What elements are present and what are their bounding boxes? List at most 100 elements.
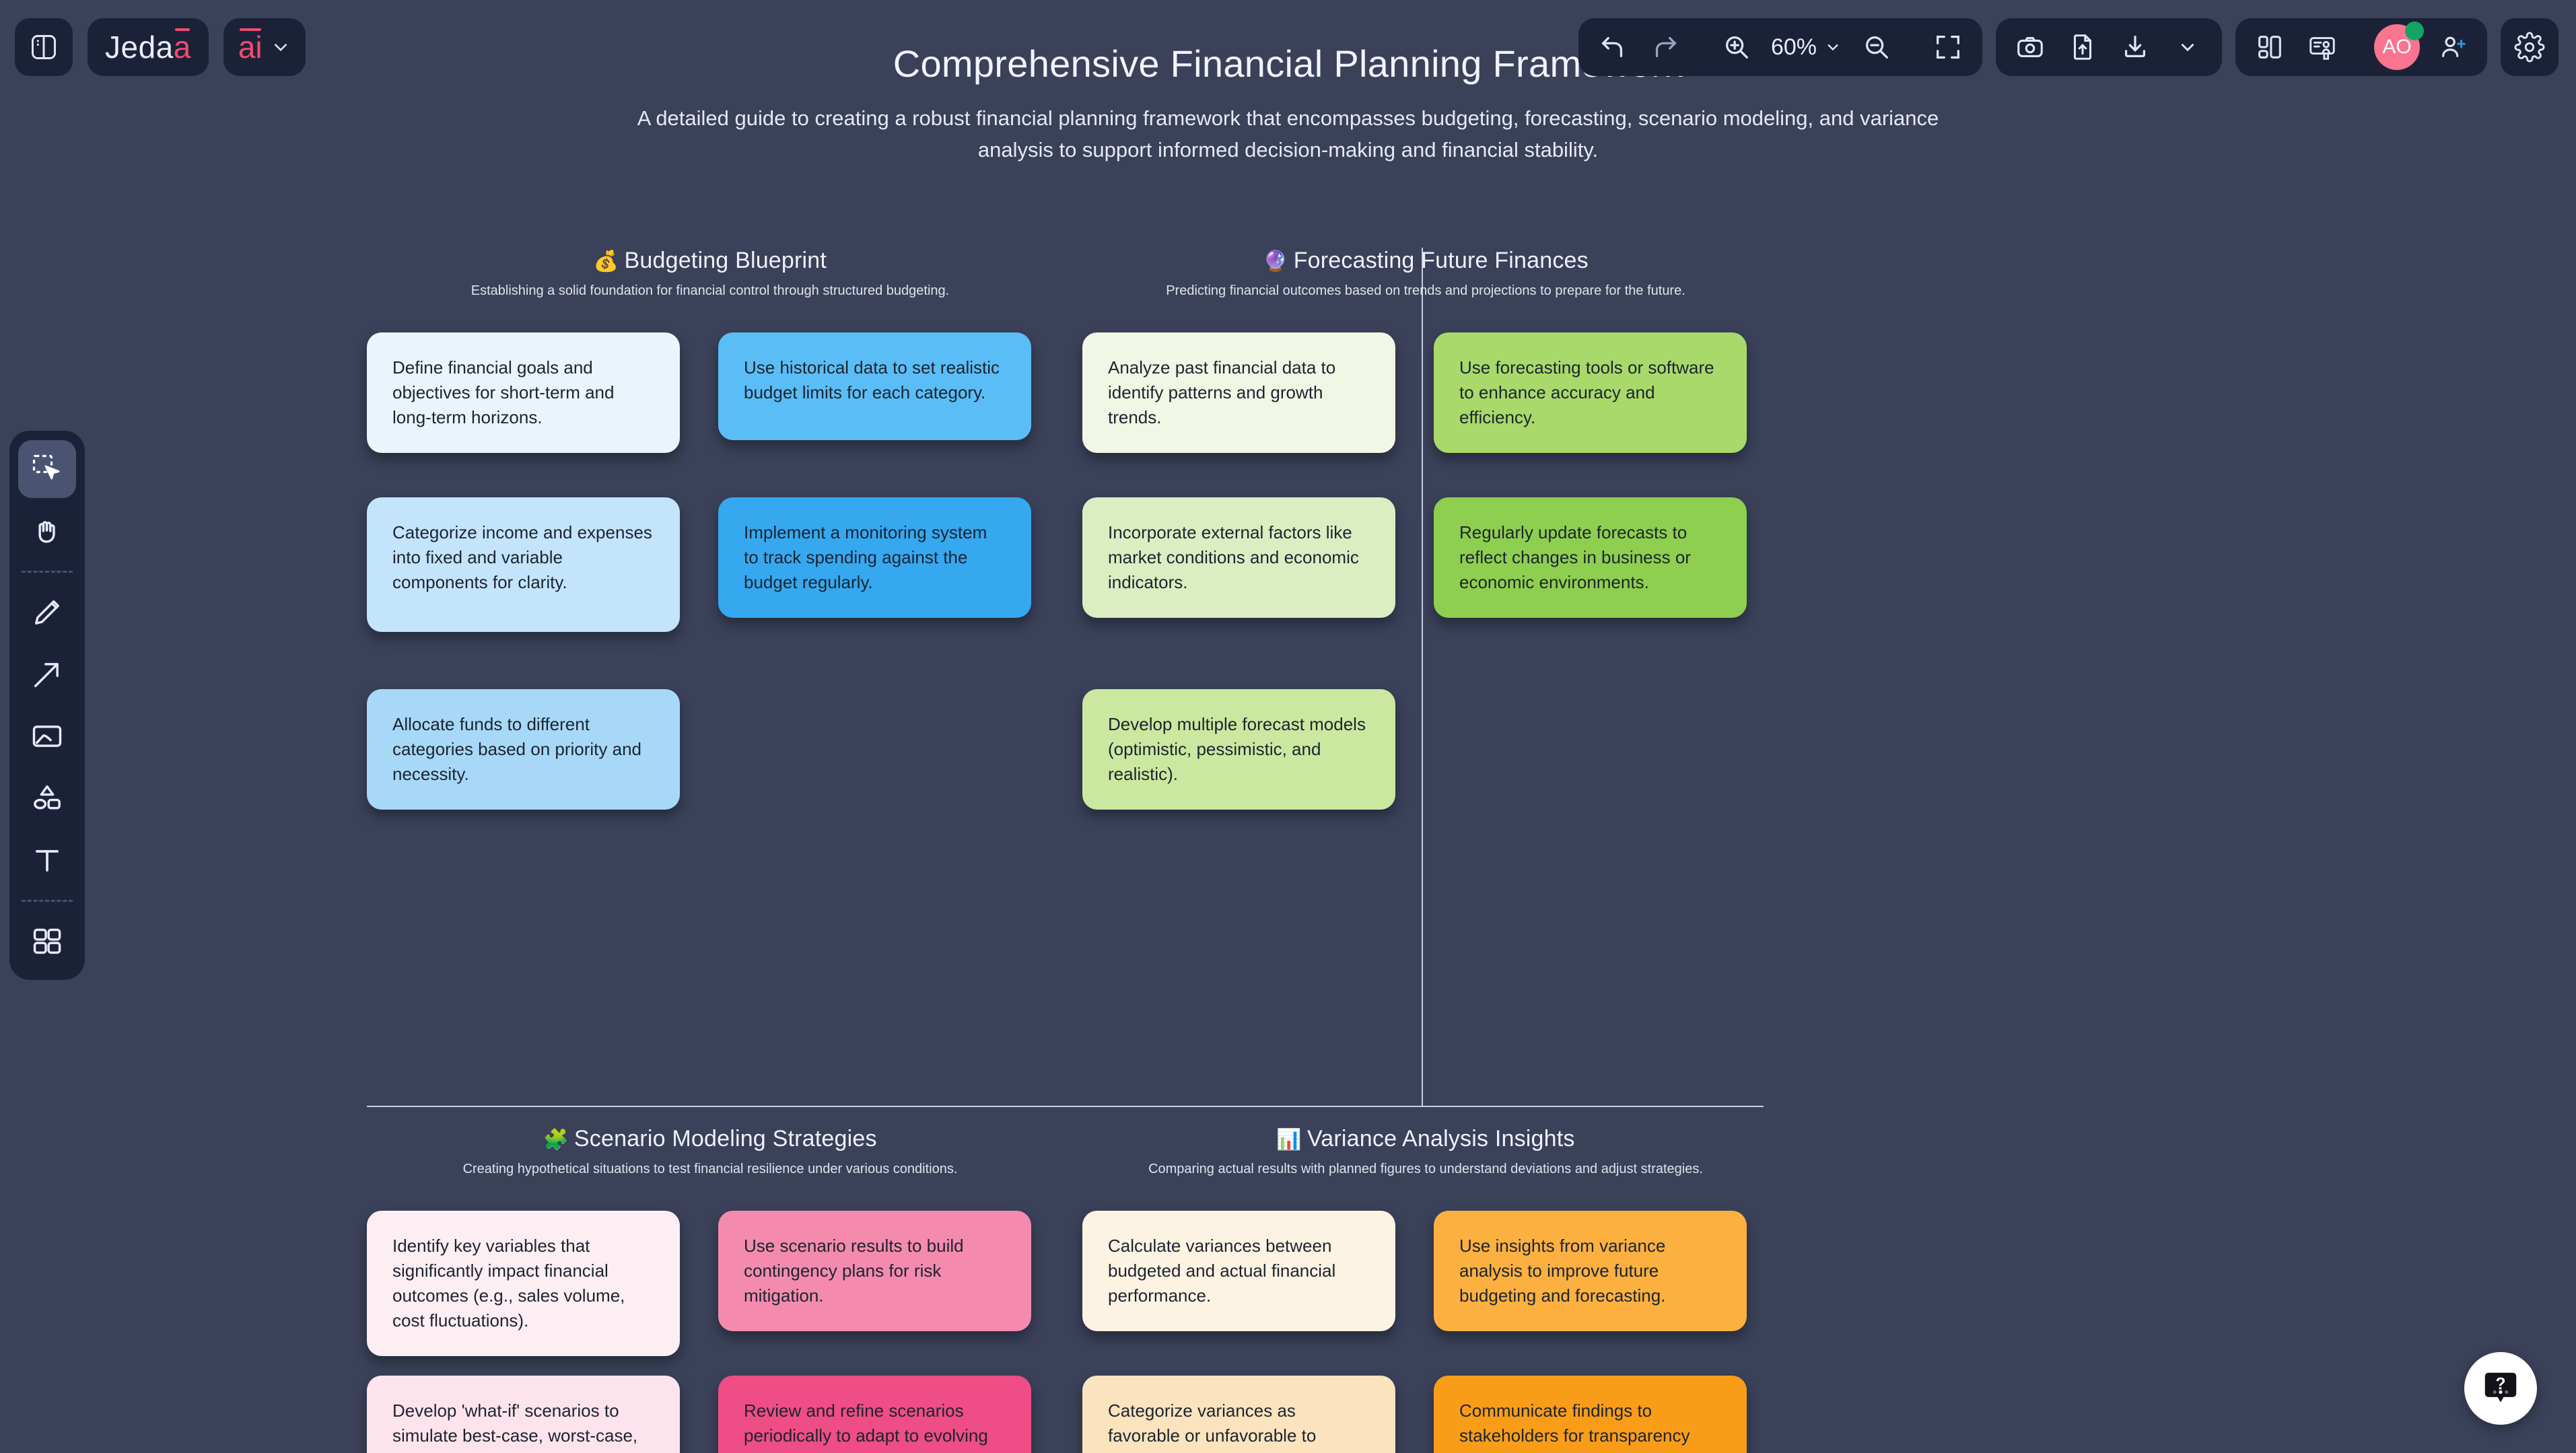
help-button[interactable]: ?	[2464, 1352, 2537, 1425]
text-icon	[35, 850, 59, 872]
file-upload-icon	[2073, 34, 2092, 60]
gear-icon	[2514, 32, 2545, 63]
zoom-level-select[interactable]: 60%	[1766, 34, 1848, 61]
quadrant-title-text: Scenario Modeling Strategies	[573, 1126, 877, 1151]
sticky-card[interactable]: Develop 'what-if' scenarios to simulate …	[367, 1376, 680, 1453]
sidebar-item-shapes-tool[interactable]	[18, 769, 76, 827]
help-question-icon: ?	[2484, 1372, 2517, 1403]
ai-menu-button[interactable]: ai	[223, 18, 306, 76]
sidebar-item-image-tool[interactable]	[18, 707, 76, 765]
settings-button[interactable]	[2501, 18, 2558, 76]
hand-icon	[38, 521, 55, 543]
fit-screen-icon	[1937, 36, 1959, 59]
puzzle-piece-icon: 🧩	[543, 1129, 569, 1151]
sticky-card[interactable]: Calculate variances between budgeted and…	[1082, 1211, 1395, 1331]
layout-button[interactable]	[2246, 24, 2293, 71]
sticky-card[interactable]: Implement a monitoring system to track s…	[718, 497, 1031, 618]
app-logo-text: Jeda	[105, 30, 174, 65]
layout-grid-icon	[2258, 36, 2281, 59]
sidebar-item-hand-tool[interactable]	[18, 502, 76, 560]
crystal-ball-icon: 🔮	[1263, 250, 1288, 273]
sticky-card[interactable]: Allocate funds to different categories b…	[367, 689, 680, 810]
toolbar-right-group: 60%	[1578, 18, 2576, 76]
zoom-out-button[interactable]	[1853, 24, 1900, 71]
sticky-card[interactable]: Use historical data to set realistic bud…	[718, 332, 1031, 440]
sticky-card[interactable]: Categorize income and expenses into fixe…	[367, 497, 680, 632]
chevron-down-icon	[2181, 43, 2194, 52]
money-bag-icon: 💰	[593, 250, 619, 273]
quadrant-variance: 📊Variance Analysis Insights Comparing ac…	[1082, 1126, 1769, 1453]
quadrant-title: 🔮Forecasting Future Finances	[1082, 248, 1769, 274]
quadrant-scenario: 🧩Scenario Modeling Strategies Creating h…	[367, 1126, 1053, 1453]
sticky-card[interactable]: Communicate findings to stakeholders for…	[1434, 1376, 1747, 1453]
sticky-card[interactable]: Use scenario results to build contingenc…	[718, 1211, 1031, 1331]
camera-icon	[2017, 37, 2043, 57]
upload-button[interactable]	[2059, 24, 2106, 71]
card-group: Identify key variables that significantl…	[367, 1211, 1053, 1453]
svg-text:?: ?	[2496, 1376, 2506, 1394]
sticky-card[interactable]: Review and refine scenarios periodically…	[718, 1376, 1031, 1453]
sticky-card[interactable]: Use forecasting tools or software to enh…	[1434, 332, 1747, 453]
widgets-grid-icon	[33, 928, 61, 954]
quadrant-subtitle: Establishing a solid foundation for fina…	[471, 283, 950, 298]
sticky-card[interactable]: Use insights from variance analysis to i…	[1434, 1211, 1747, 1331]
sticky-card[interactable]: Analyze past financial data to identify …	[1082, 332, 1395, 453]
pencil-icon	[35, 600, 59, 625]
quadrant-budgeting: 💰Budgeting Blueprint Establishing a soli…	[367, 248, 1053, 1106]
sidebar-panel-icon	[32, 35, 56, 59]
fit-to-screen-button[interactable]	[1924, 24, 1972, 71]
select-cursor-icon	[32, 454, 60, 480]
shapes-icon	[34, 785, 61, 810]
sticky-card[interactable]: Regularly update forecasts to reflect ch…	[1434, 497, 1747, 618]
quadrant-subtitle: Predicting financial outcomes based on t…	[1166, 283, 1685, 298]
sticky-card[interactable]: Define financial goals and objectives fo…	[367, 332, 680, 453]
avatar-initials: AO	[2382, 36, 2412, 58]
quadrant-forecasting: 🔮Forecasting Future Finances Predicting …	[1082, 248, 1769, 1106]
page-title: Comprehensive Financial Planning Framewo…	[893, 42, 1683, 85]
quadrant-title: 💰Budgeting Blueprint	[367, 248, 1053, 274]
download-button[interactable]	[2112, 24, 2159, 71]
capture-export-group	[1996, 18, 2222, 76]
card-group: Analyze past financial data to identify …	[1082, 332, 1769, 1106]
page-subtitle: A detailed guide to creating a robust fi…	[637, 106, 1939, 162]
zoom-level-value: 60%	[1770, 34, 1817, 60]
chevron-down-icon	[1827, 44, 1838, 51]
zoom-in-button[interactable]	[1713, 24, 1760, 71]
download-options-button[interactable]	[2164, 24, 2211, 71]
card-group: Calculate variances between budgeted and…	[1082, 1211, 1769, 1453]
sidebar-item-widgets-tool[interactable]	[18, 913, 76, 970]
toolbar-divider	[22, 900, 73, 902]
quadrant-title: 📊Variance Analysis Insights	[1082, 1126, 1769, 1152]
present-button[interactable]	[2299, 24, 2346, 71]
panel-toggle-button[interactable]	[15, 18, 73, 76]
layout-collab-group: AO	[2235, 18, 2487, 76]
quadrant-subtitle: Creating hypothetical situations to test…	[462, 1162, 958, 1176]
redo-button[interactable]	[1642, 24, 1689, 71]
sidebar-item-select-tool[interactable]	[18, 440, 76, 498]
sticky-card[interactable]: Categorize variances as favorable or unf…	[1082, 1376, 1395, 1453]
chevron-down-icon	[274, 43, 287, 52]
bar-chart-icon: 📊	[1276, 1129, 1302, 1151]
app-logo-accent: a	[173, 28, 191, 65]
redo-icon	[1655, 36, 1677, 58]
zoom-in-icon	[1725, 36, 1748, 59]
toolbar-divider	[22, 571, 73, 573]
sidebar-item-pencil-tool[interactable]	[18, 583, 76, 641]
image-icon	[32, 725, 62, 747]
undo-button[interactable]	[1589, 24, 1636, 71]
sticky-card[interactable]: Incorporate external factors like market…	[1082, 497, 1395, 618]
sticky-card[interactable]: Develop multiple forecast models (optimi…	[1082, 689, 1395, 810]
online-status-dot	[2405, 22, 2424, 40]
sticky-card[interactable]: Identify key variables that significantl…	[367, 1211, 680, 1356]
ai-menu-label: ai	[238, 28, 263, 65]
invite-user-button[interactable]	[2429, 24, 2476, 71]
sidebar-item-arrow-tool[interactable]	[18, 645, 76, 703]
sidebar-item-text-tool[interactable]	[18, 831, 76, 889]
zoom-out-icon	[1865, 36, 1888, 59]
screenshot-button[interactable]	[2007, 24, 2054, 71]
avatar[interactable]: AO	[2374, 22, 2424, 70]
